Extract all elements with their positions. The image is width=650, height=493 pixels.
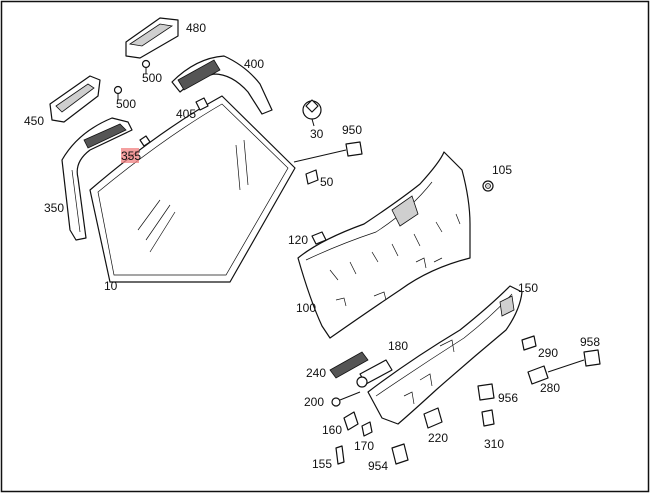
part-280-latch[interactable] [527,359,585,385]
part-240-handle[interactable] [329,351,369,379]
part-290-clip[interactable] [521,335,537,351]
label-50[interactable]: 50 [320,175,334,189]
label-180[interactable]: 180 [388,339,408,353]
part-956-socket[interactable] [477,383,495,401]
label-958[interactable]: 958 [580,335,600,349]
part-160-bracket[interactable] [343,411,359,431]
part-958-plug[interactable] [583,349,601,367]
part-170-bulb[interactable] [361,421,373,437]
label-355-highlight [121,148,139,163]
label-400[interactable]: 400 [244,57,264,71]
label-120[interactable]: 120 [288,233,308,247]
part-180-lamp[interactable] [356,359,393,388]
part-200-screw[interactable] [331,391,361,407]
part-500-screw-a[interactable] [141,59,151,75]
label-290[interactable]: 290 [538,346,558,360]
label-310[interactable]: 310 [484,437,504,451]
part-220-clip[interactable] [423,407,443,429]
part-100-tailgate-panel[interactable] [297,151,471,339]
label-355[interactable]: 355 [121,149,141,163]
part-105-cap[interactable] [482,180,494,192]
part-400-trim[interactable] [171,55,273,115]
label-240[interactable]: 240 [306,366,326,380]
part-350-pillar-trim[interactable] [61,117,133,241]
label-956[interactable]: 956 [498,391,518,405]
label-954[interactable]: 954 [368,459,388,473]
label-200[interactable]: 200 [304,395,324,409]
part-310-bulb[interactable] [481,409,495,427]
part-450-cover[interactable] [49,75,101,123]
label-480[interactable]: 480 [186,21,206,35]
label-350[interactable]: 350 [44,201,64,215]
label-950[interactable]: 950 [342,123,362,137]
part-355-clip[interactable] [139,135,151,147]
part-950-plug[interactable] [293,141,363,163]
part-10-rear-window[interactable] [89,95,296,283]
label-155[interactable]: 155 [312,457,332,471]
label-500-a[interactable]: 500 [142,71,162,85]
part-954-clip[interactable] [391,443,409,465]
label-220[interactable]: 220 [428,431,448,445]
label-160[interactable]: 160 [322,423,342,437]
label-100[interactable]: 100 [296,301,316,315]
part-50-block[interactable] [305,169,319,185]
label-405[interactable]: 405 [176,107,196,121]
part-120-clip[interactable] [311,231,327,245]
label-30[interactable]: 30 [310,127,324,141]
part-405-clip[interactable] [195,97,209,111]
part-30-tool[interactable] [302,99,322,127]
label-280[interactable]: 280 [540,381,560,395]
part-500-screw-b[interactable] [113,85,123,101]
label-105[interactable]: 105 [492,163,512,177]
part-480-cover[interactable] [125,17,179,59]
part-155-pin[interactable] [335,445,345,465]
label-10[interactable]: 10 [104,279,118,293]
label-500-b[interactable]: 500 [116,97,136,111]
label-150[interactable]: 150 [518,281,538,295]
label-450[interactable]: 450 [24,114,44,128]
label-170[interactable]: 170 [354,439,374,453]
part-150-lower-panel[interactable] [367,285,523,425]
